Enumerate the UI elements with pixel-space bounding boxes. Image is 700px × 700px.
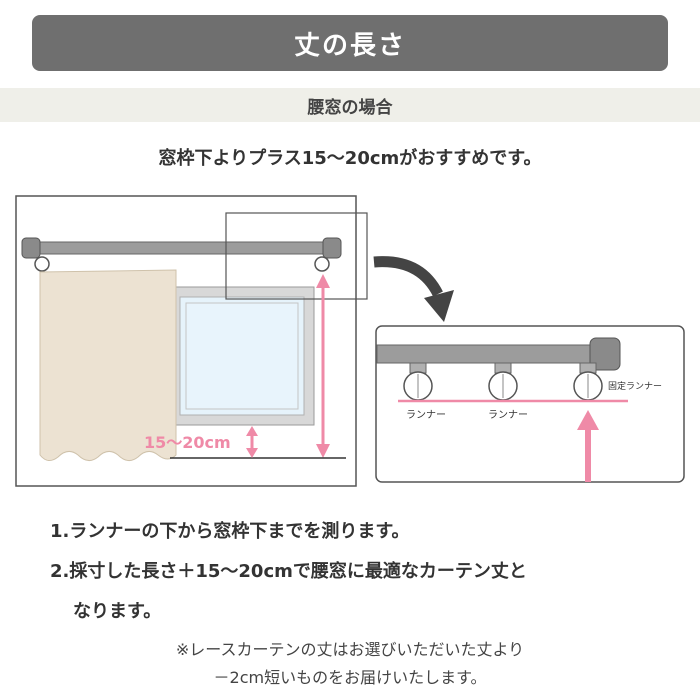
note-line-2: －2cm短いものをお届けいたします。 xyxy=(213,668,487,687)
note-line-1: ※レースカーテンの丈はお選びいただいた丈より xyxy=(175,640,525,659)
step-2-continued: なります。 xyxy=(73,601,162,622)
note: ※レースカーテンの丈はお選びいただいた丈より －2cm短いものをお届けいたします… xyxy=(0,636,700,692)
fixed-runner-label: 固定ランナー xyxy=(608,380,662,392)
runner-left xyxy=(34,256,50,272)
zoom-arrow xyxy=(373,256,454,322)
curtain-rod xyxy=(21,237,342,272)
instruction-steps: 1.ランナーの下から窓枠下までを測ります。 2.採寸した長さ＋15～20cmで腰… xyxy=(50,512,670,632)
runner-right xyxy=(314,256,330,272)
runner-label-1: ランナー xyxy=(406,409,446,421)
step-1: 1.ランナーの下から窓枠下までを測ります。 xyxy=(50,521,410,542)
curtain xyxy=(39,269,177,461)
detail-rod xyxy=(376,337,621,401)
zoom-box xyxy=(225,212,368,300)
page-title: 丈の長さ xyxy=(32,15,668,71)
height-arrow xyxy=(316,274,330,458)
runner-label-2: ランナー xyxy=(488,409,528,421)
detail-arrow xyxy=(577,410,599,482)
step-2: 2.採寸した長さ＋15～20cmで腰窓に最適なカーテン丈と xyxy=(50,561,527,582)
measure-label: 15～20cm xyxy=(144,433,231,452)
window xyxy=(167,286,315,426)
extension-arrow xyxy=(246,426,258,458)
measurement-diagram: 15～20cm ランナー ランナー 固定ランナー xyxy=(15,195,685,487)
section-heading: 腰窓の場合 xyxy=(0,88,700,122)
lead-text: 窓枠下よりプラス15～20cmがおすすめです。 xyxy=(158,148,542,169)
